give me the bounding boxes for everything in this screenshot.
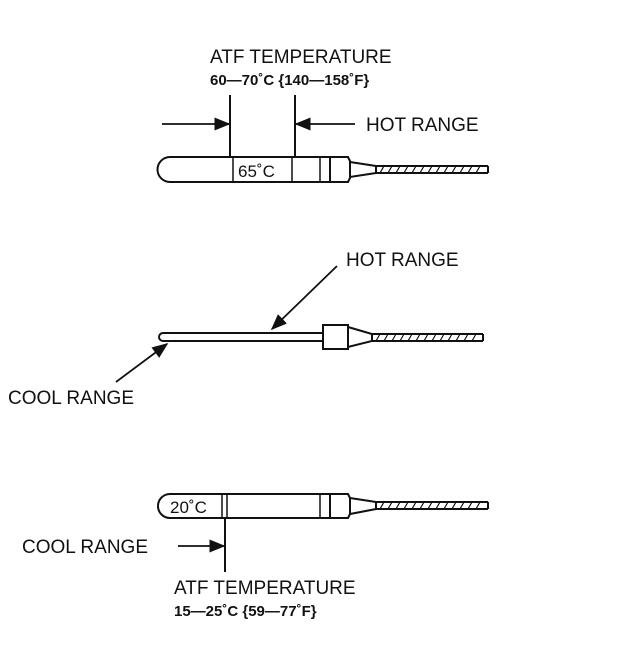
top-cable (376, 165, 489, 174)
top-dipstick-blade (156, 156, 331, 183)
middle-hot-arrow (270, 265, 338, 331)
bottom-cable (376, 501, 489, 510)
top-tip-temperature: 65˚C (238, 162, 275, 181)
top-collar (329, 156, 351, 183)
bottom-dipstick-blade (157, 493, 331, 519)
bottom-dipstick-section: 20˚C COOL RANGE ATF TEMPERATURE 15—25˚C … (22, 493, 489, 620)
top-atf-range: 60—70˚C {140—158˚F} (210, 72, 369, 89)
middle-collar (322, 324, 349, 350)
bottom-taper (349, 496, 377, 516)
middle-hot-range-label: HOT RANGE (346, 250, 459, 271)
top-atf-title: ATF TEMPERATURE (210, 47, 392, 68)
bottom-cool-range-label: COOL RANGE (22, 537, 148, 558)
middle-cool-range-label: COOL RANGE (8, 388, 134, 409)
bottom-tip-temperature: 20˚C (170, 498, 207, 517)
middle-cool-arrow (115, 343, 169, 383)
bottom-atf-title: ATF TEMPERATURE (174, 578, 356, 599)
middle-taper (347, 325, 373, 349)
middle-dipstick-section: HOT RANGE COOL RANGE (8, 250, 484, 409)
middle-cable (372, 333, 484, 342)
middle-dipstick-rod (158, 332, 324, 342)
bottom-atf-range: 15—25˚C {59—77˚F} (174, 603, 317, 620)
top-dipstick-section: ATF TEMPERATURE 60—70˚C {140—158˚F} HOT … (156, 47, 489, 183)
bottom-collar (329, 493, 351, 519)
top-hot-range-label: HOT RANGE (366, 115, 479, 136)
top-taper (349, 160, 377, 179)
